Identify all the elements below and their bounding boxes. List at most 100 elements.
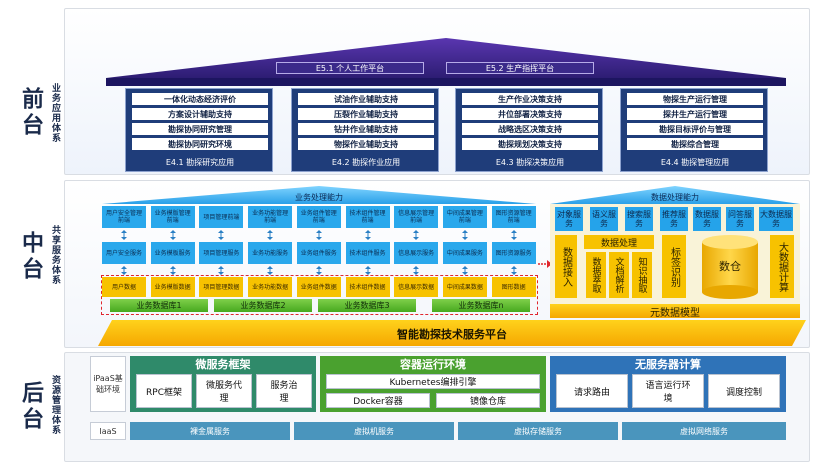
e4-item[interactable]: 试油作业辅助支持 — [298, 93, 434, 105]
business-frontend-item[interactable]: 用户安全管理前端 — [102, 206, 146, 228]
data-service-data[interactable]: 数据服务 — [693, 207, 721, 231]
platform-title[interactable]: 智能勘探技术服务平台 — [397, 328, 507, 341]
data-service-bigdata[interactable]: 大数据服务 — [759, 207, 793, 231]
business-frontend-item[interactable]: 信息展示管理前端 — [394, 206, 439, 228]
business-service-item[interactable]: 技术组件服务 — [345, 242, 390, 264]
paas-item-kubernetes[interactable]: Kubernetes编排引擎 — [326, 374, 540, 389]
iaas-bare-metal[interactable]: 裸金属服务 — [130, 422, 290, 440]
business-data-item[interactable]: 中间成果数据 — [442, 277, 487, 297]
metadata-model[interactable]: 元数据模型 — [550, 304, 800, 319]
business-db-2[interactable]: 业务数据库2 — [214, 299, 312, 312]
data-service-qa[interactable]: 问答服务 — [726, 207, 754, 231]
e4-item[interactable]: 井位部署决策支持 — [462, 108, 598, 120]
e4-item[interactable]: 勘探规划决策支持 — [462, 138, 598, 150]
red-arrow-icon — [538, 260, 552, 268]
e5-personal-platform[interactable]: E5.1 个人工作平台 — [276, 62, 424, 74]
paas-item-runtime[interactable]: 语言运行环境 — [632, 374, 704, 408]
business-service-item[interactable]: 项目管理服务 — [199, 242, 244, 264]
iaas-vm[interactable]: 虚拟机服务 — [294, 422, 454, 440]
data-service-object[interactable]: 对象服务 — [555, 207, 583, 231]
data-access[interactable]: 数据接入 — [555, 235, 577, 298]
e4-item[interactable]: 勘探综合管理 — [627, 138, 763, 150]
up-down-arrow-icon — [364, 230, 371, 240]
data-service-semantic[interactable]: 语义服务 — [590, 207, 618, 231]
business-service-item[interactable]: 业务组件服务 — [296, 242, 341, 264]
e4-item[interactable]: 方案设计辅助支持 — [132, 108, 268, 120]
business-frontend-item[interactable]: 业务模版管理前端 — [150, 206, 195, 228]
up-down-arrow-icon — [267, 266, 274, 275]
paas-item-scheduler[interactable]: 调度控制 — [708, 374, 780, 408]
paas-item-docker[interactable]: Docker容器 — [326, 393, 430, 408]
data-extract[interactable]: 数据萃取 — [586, 252, 606, 298]
paas-label-text: iPaaS基础环境 — [93, 374, 123, 394]
big-data-compute[interactable]: 大数据计算 — [770, 235, 794, 298]
e4-item[interactable]: 物探作业辅助支持 — [298, 138, 434, 150]
business-service-item[interactable]: 图形资源服务 — [491, 242, 536, 264]
business-db-3[interactable]: 业务数据库3 — [318, 299, 416, 312]
data-processing-label: 数据处理 — [584, 235, 654, 249]
paas-label: iPaaS基础环境 — [90, 356, 126, 412]
business-db-1[interactable]: 业务数据库1 — [110, 299, 208, 312]
iaas-storage[interactable]: 虚拟存储服务 — [458, 422, 618, 440]
e4-item[interactable]: 钻井作业辅助支持 — [298, 123, 434, 135]
tier-front-title: 前台 — [18, 87, 43, 139]
business-frontend-item[interactable]: 中间成果管理前端 — [442, 206, 487, 228]
business-frontend-item[interactable]: 业务组件管理前端 — [296, 206, 341, 228]
business-data-item[interactable]: 用户数据 — [102, 277, 146, 297]
e4-item[interactable]: 物探生产运行管理 — [627, 93, 763, 105]
iaas-network[interactable]: 虚拟网络服务 — [622, 422, 786, 440]
data-warehouse-cylinder — [702, 235, 758, 299]
data-warehouse[interactable]: 数仓 — [719, 260, 741, 273]
up-down-arrow-icon — [413, 230, 420, 240]
up-down-arrow-icon — [413, 266, 420, 275]
paas-item-image-repo[interactable]: 镜像仓库 — [436, 393, 540, 408]
paas-group-title: 容器运行环境 — [400, 358, 466, 371]
e4-item[interactable]: 勘探协同研究环境 — [132, 138, 268, 150]
business-service-item[interactable]: 业务模板服务 — [150, 242, 195, 264]
business-frontend-item[interactable]: 项目管理前端 — [199, 206, 244, 228]
paas-item-routing[interactable]: 请求路由 — [556, 374, 628, 408]
business-frontend-item[interactable]: 图形资源管理前端 — [491, 206, 536, 228]
e4-item[interactable]: 探井生产运行管理 — [627, 108, 763, 120]
business-service-item[interactable]: 用户安全服务 — [102, 242, 146, 264]
paas-item-rpc[interactable]: RPC框架 — [136, 374, 192, 408]
business-service-item[interactable]: 中间成果服务 — [442, 242, 487, 264]
iaas-label: IaaS — [90, 422, 126, 440]
data-capability-title: 数据处理能力 — [651, 192, 699, 202]
paas-item-proxy[interactable]: 微服务代理 — [196, 374, 252, 408]
up-down-arrow-icon — [121, 266, 127, 275]
business-frontend-item[interactable]: 业务功能管理前端 — [248, 206, 293, 228]
up-down-arrow-icon — [267, 230, 274, 240]
data-service-recommend[interactable]: 推荐服务 — [660, 207, 688, 231]
doc-parse[interactable]: 文档解析 — [609, 252, 629, 298]
up-down-arrow-icon — [315, 266, 322, 275]
business-data-item[interactable]: 业务组件数据 — [296, 277, 341, 297]
business-db-n[interactable]: 业务数据库n — [432, 299, 530, 312]
e4-item[interactable]: 一体化动态经济评价 — [132, 93, 268, 105]
business-data-item[interactable]: 技术组件数据 — [345, 277, 390, 297]
business-data-item[interactable]: 业务模版数据 — [150, 277, 195, 297]
up-down-arrow-icon — [461, 266, 468, 275]
up-down-arrow-icon — [121, 230, 127, 240]
business-service-item[interactable]: 业务功能服务 — [248, 242, 293, 264]
e4-item[interactable]: 战略选区决策支持 — [462, 123, 598, 135]
business-data-item[interactable]: 项目管理数据 — [199, 277, 244, 297]
e5-production-command[interactable]: E5.2 生产指挥平台 — [446, 62, 594, 74]
e4-item[interactable]: 生产作业决策支持 — [462, 93, 598, 105]
business-data-item[interactable]: 业务功能数据 — [248, 277, 293, 297]
business-service-item[interactable]: 信息展示服务 — [394, 242, 439, 264]
up-down-arrow-icon — [218, 230, 225, 240]
tag-recognition[interactable]: 标签识别 — [662, 235, 686, 298]
business-data-item[interactable]: 图形数据 — [491, 277, 536, 297]
business-data-item[interactable]: 信息展示数据 — [394, 277, 439, 297]
knowledge-extract[interactable]: 知识抽取 — [632, 252, 652, 298]
e4-item[interactable]: 压裂作业辅助支持 — [298, 108, 434, 120]
up-down-arrow-icon — [510, 266, 517, 275]
data-roof — [550, 186, 800, 204]
e4-item[interactable]: 勘探协同研究管理 — [132, 123, 268, 135]
data-service-search[interactable]: 搜索服务 — [625, 207, 653, 231]
paas-item-governance[interactable]: 服务治理 — [256, 374, 312, 408]
e4-item[interactable]: 勘探目标评价与管理 — [627, 123, 763, 135]
business-frontend-item[interactable]: 技术组件管理前端 — [345, 206, 390, 228]
e4-exploration-operation: 试油作业辅助支持 压裂作业辅助支持 钻井作业辅助支持 物探作业辅助支持 E4.2… — [291, 88, 439, 172]
